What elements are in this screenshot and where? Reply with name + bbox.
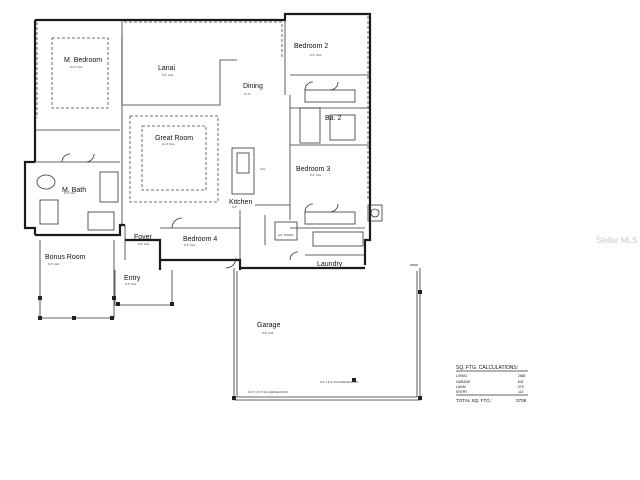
svg-text:11'-0": 11'-0" (244, 92, 250, 96)
svg-text:9'-4" CLG.: 9'-4" CLG. (48, 262, 60, 266)
calc-row-value-entry: 112 (518, 390, 524, 394)
ceiling-outlines (51, 37, 219, 203)
room-label-dining: Dining (243, 83, 263, 90)
calc-total-label: TOTAL SQ. FTG.: (456, 398, 492, 403)
room-label-laundry: Laundry (317, 261, 343, 268)
svg-text:11'-0" CLG.: 11'-0" CLG. (70, 65, 83, 69)
svg-text:8'-0" CLG.: 8'-0" CLG. (262, 331, 274, 335)
svg-text:9'-0" CLG.: 9'-0" CLG. (162, 73, 174, 77)
svg-text:9'-4" CLG.: 9'-4" CLG. (138, 242, 150, 246)
calc-row-label-entry: ENTRY (456, 390, 468, 394)
svg-text:ALT. PANTRY: ALT. PANTRY (278, 233, 294, 237)
room-label-kitchen: Kitchen (229, 199, 252, 206)
room-label-bonus-room: Bonus Room (45, 254, 86, 261)
room-label-m-bedroom: M. Bedroom (64, 57, 102, 64)
room-label-bedroom-4: Bedroom 4 (183, 236, 217, 243)
calc-row-label-living: LIVING (456, 374, 467, 378)
sq-ftg-calculations: SQ. FTG. CALCULATIONS: LIVING 2665 GARAG… (456, 365, 528, 403)
room-label-entry: Entry (124, 275, 141, 282)
room-label-garage: Garage (257, 322, 280, 329)
room-label-bedroom-2: Bedroom 2 (294, 43, 328, 50)
room-label-great-room: Great Room (155, 135, 193, 142)
room-label-lanai: Lanai (158, 65, 176, 72)
dimension-notes: 11'-0" CLG. 9'-0" CLG. 9'-4" CLG. 11'-0"… (48, 53, 358, 394)
calc-title: SQ. FTG. CALCULATIONS: (456, 365, 518, 371)
svg-text:CLG: CLG (260, 167, 265, 171)
watermark: Stellar MLS (596, 236, 637, 245)
interior-walls (35, 20, 383, 260)
svg-text:9'-0": 9'-0" (232, 205, 237, 209)
porch-rails (36, 16, 421, 401)
room-labels: M. Bedroom Lanai Bedroom 2 Dining Ba. 2 … (45, 43, 343, 329)
columns (38, 290, 422, 400)
bathtub-shape (36, 174, 56, 190)
calc-row-value-garage: 641 (518, 380, 524, 384)
calc-total-value: 3706 (516, 398, 527, 403)
door-swings (61, 81, 339, 269)
room-label-m-bath: M. Bath (62, 187, 86, 194)
svg-text:9'-4" CLG.: 9'-4" CLG. (310, 173, 322, 177)
calc-row-label-lanai: LANAI (456, 385, 466, 389)
svg-text:11'-0" CLG.: 11'-0" CLG. (162, 142, 175, 146)
calc-row-value-lanai: 270 (518, 385, 524, 389)
room-label-bath-2: Ba. 2 (325, 115, 341, 122)
room-label-foyer: Foyer (134, 234, 153, 241)
svg-text:9'-0" x 8'-0" OH GARAGE DOOR: 9'-0" x 8'-0" OH GARAGE DOOR (320, 380, 358, 384)
calc-row-value-living: 2665 (518, 374, 526, 378)
svg-text:9'-4" CLG.: 9'-4" CLG. (310, 53, 322, 57)
svg-text:9'-4" CLG.: 9'-4" CLG. (184, 243, 196, 247)
svg-text:16'-0" x 8'-0" OH GARAGE DOOR: 16'-0" x 8'-0" OH GARAGE DOOR (248, 390, 288, 394)
calc-row-label-garage: GARAGE (456, 380, 471, 384)
svg-text:9'-0" CLG.: 9'-0" CLG. (125, 282, 137, 286)
room-label-bedroom-3: Bedroom 3 (296, 166, 330, 173)
svg-text:9'-0" CLG.: 9'-0" CLG. (64, 191, 76, 195)
